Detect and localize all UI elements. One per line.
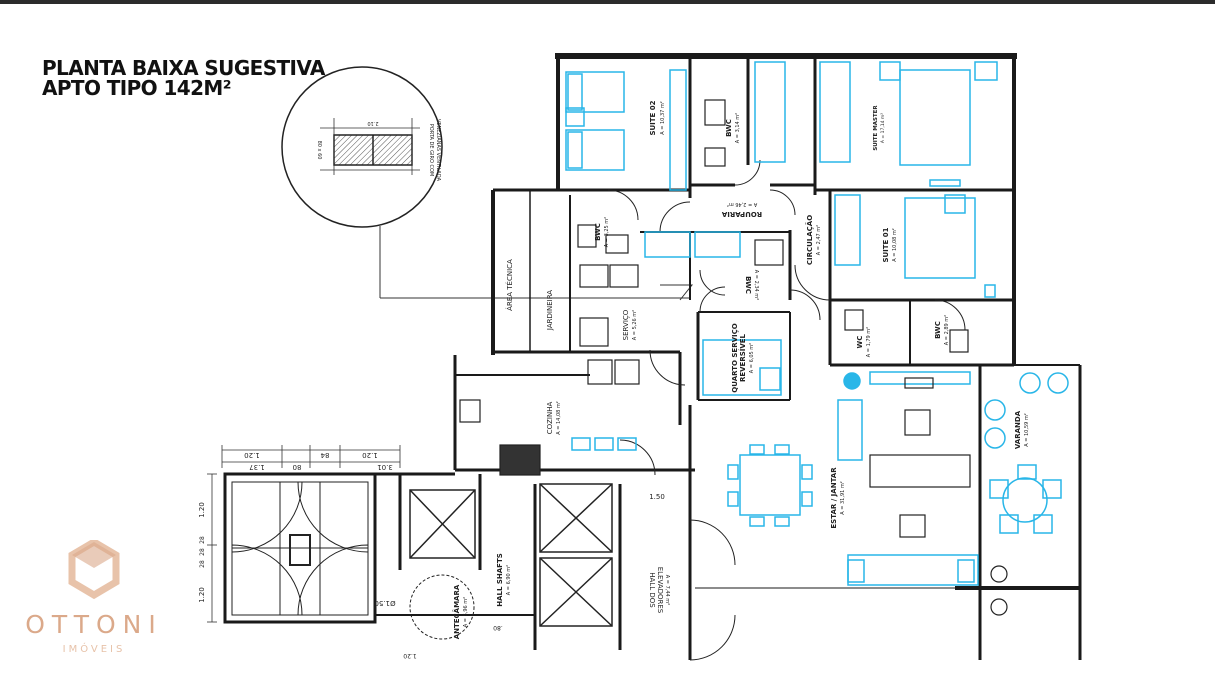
- area-suite-master: A = 17,14 m²: [880, 113, 886, 143]
- label-bwc-left: BWC: [594, 223, 602, 241]
- area-cozinha: A = 14,08 m²: [556, 401, 562, 435]
- label-hall-shafts: HALL SHAFTS: [496, 553, 504, 607]
- label-wc: WC: [856, 336, 864, 349]
- area-suite01: A = 10,08 m²: [892, 228, 898, 262]
- label-bwc-mid: BWC: [744, 276, 752, 294]
- top-border: [0, 0, 1215, 4]
- door-swings: [607, 159, 966, 661]
- area-bwc-left: A = 3,25 m²: [604, 217, 610, 247]
- label-cozinha: COZINHA: [546, 402, 554, 435]
- area-bwc-top: A = 3,14 m²: [735, 113, 741, 143]
- label-suite-master: SUITE MASTER: [873, 105, 879, 151]
- dimension-lines: [207, 445, 401, 623]
- dim-1: 1.20: [244, 451, 260, 459]
- callout-note-2: VENEZIANAS VENTILADA: [435, 119, 441, 182]
- label-antecamara: ANTECÂMARA: [452, 584, 461, 639]
- label-servico: SERVIÇO: [622, 309, 630, 340]
- area-estar-jantar: A = 31,91 m²: [840, 481, 846, 515]
- label-bwc-right: BWC: [934, 321, 942, 339]
- label-elevadores: ELEVADORES: [656, 567, 664, 614]
- dim-15: 1.20: [403, 652, 417, 659]
- title-line-2: APTO TIPO 142M²: [42, 76, 231, 100]
- area-antecamara: A = 5,96 m²: [463, 597, 469, 627]
- area-hall-shafts: A = 6,90 m²: [506, 565, 512, 595]
- area-rouparia: A = 2,46 m²: [727, 201, 757, 207]
- callout-side-dimension: 80 x 60: [316, 141, 322, 160]
- dim-7: 1.20: [198, 502, 206, 518]
- area-quarto-servico: A = 6,05 m²: [749, 343, 755, 373]
- label-varanda: VARANDA: [1014, 410, 1022, 449]
- area-suite02: A = 10,37 m²: [660, 101, 666, 135]
- label-bwc-top: BWC: [725, 119, 733, 137]
- door-detail-callout: 2.10 80 x 60 PORTA DE GIRO COM VENEZIANA…: [281, 66, 694, 301]
- dim-4: 1.37: [249, 463, 265, 471]
- elevator-shafts: [409, 483, 613, 627]
- dim-13: Ø1.50: [374, 599, 395, 607]
- area-hall-elevadores: A = 7,44 m²: [664, 575, 670, 605]
- fixtures: [459, 99, 1008, 616]
- area-varanda: A = 10,59 m²: [1024, 413, 1030, 447]
- label-jardineira: JARDINEIRA: [546, 290, 554, 331]
- dim-3: 84: [320, 451, 329, 459]
- label-rouparia: ROUPARIA: [721, 210, 762, 218]
- dim-10: 28: [199, 560, 206, 568]
- area-servico: A = 5,26 m²: [632, 310, 638, 340]
- dim-2: 1.20: [362, 451, 378, 459]
- walls: [223, 53, 1082, 660]
- callout-note-1: PORTA DE GIRO COM: [428, 124, 434, 176]
- logo-subtitle: IMÓVEIS: [62, 644, 126, 655]
- title-line-1: PLANTA BAIXA SUGESTIVA: [42, 56, 325, 80]
- dim-9: 28: [199, 548, 206, 556]
- dim-8: 28: [199, 536, 206, 544]
- dim-6: 3.01: [377, 463, 393, 471]
- label-quarto-servico: QUARTO SERVIÇO: [731, 323, 739, 392]
- furniture: [565, 61, 1069, 586]
- label-suite02: SUITE 02: [649, 100, 657, 135]
- ottoni-logo-icon: [68, 540, 120, 600]
- label-suite01: SUITE 01: [882, 227, 890, 262]
- dim-11: 1.20: [198, 587, 206, 603]
- label-circulacao: CIRCULAÇÃO: [805, 215, 814, 265]
- room-labels: SUITE 02 A = 10,37 m² BWC A = 3,14 m² SU…: [452, 100, 1030, 639]
- label-area-tecnica: ÁREA TÉCNICA: [505, 259, 514, 311]
- dimension-texts: 1.20 1.20 84 1.37 80 3.01 1.20 28 28 28 …: [198, 451, 665, 659]
- dim-5: 80: [293, 463, 302, 471]
- dim-14: .80: [493, 624, 503, 631]
- dim-12: 1.50: [649, 493, 665, 501]
- label-estar-jantar: ESTAR / JANTAR: [830, 467, 838, 529]
- callout-dimension: 2.10: [367, 120, 378, 126]
- logo-name: OTTONI: [25, 610, 163, 639]
- area-wc: A = 1,79 m²: [866, 327, 872, 357]
- staircase: [231, 481, 475, 640]
- label-reversivel: REVERSÍVEL: [738, 333, 747, 382]
- area-bwc-mid: A = 2,34 m²: [753, 270, 759, 300]
- area-bwc-right: A = 2,89 m²: [944, 315, 950, 345]
- area-circulacao: A = 2,47 m²: [816, 225, 822, 255]
- plan-title: PLANTA BAIXA SUGESTIVA APTO TIPO 142M²: [42, 58, 325, 98]
- label-hall-dos: HALL DOS: [648, 572, 656, 608]
